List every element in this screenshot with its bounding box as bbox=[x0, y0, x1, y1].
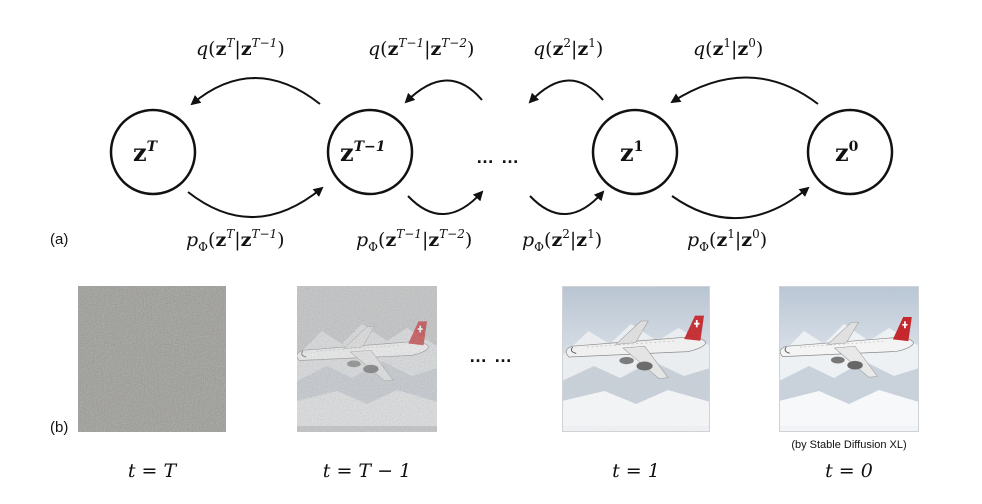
forward-label-2: q(zT−1|zT−2) bbox=[368, 36, 474, 60]
node-sup: 1 bbox=[634, 139, 644, 155]
forward-label-3: q(z2|z1) bbox=[533, 36, 603, 60]
arrow-reverse-1 bbox=[187, 186, 324, 218]
reverse-label-2: pΦ(zT−1|zT−2) bbox=[356, 227, 472, 254]
panel-b-label: (b) bbox=[50, 419, 68, 436]
node-base: z bbox=[133, 138, 147, 167]
svg-text:zT−1: zT−1 bbox=[340, 138, 386, 167]
image-clean-airplane bbox=[779, 286, 919, 432]
ellipsis-a: … … bbox=[476, 147, 520, 167]
svg-text:q(z2|z1): q(z2|z1) bbox=[533, 36, 603, 60]
node-sup: T bbox=[147, 139, 159, 155]
reverse-label-4: pΦ(z1|z0) bbox=[687, 227, 767, 254]
arrow-forward-2 bbox=[404, 79, 483, 104]
node-base: z bbox=[835, 138, 849, 167]
forward-label-1: q(zT|zT−1) bbox=[196, 36, 285, 60]
arrow-forward-4 bbox=[670, 76, 819, 105]
timestep-label-2: t = 1 bbox=[612, 460, 660, 482]
node-zT-1: zT−1 bbox=[326, 108, 414, 196]
node-base: z bbox=[620, 138, 634, 167]
svg-text:pΦ(zT−1|zT−2): pΦ(zT−1|zT−2) bbox=[356, 227, 472, 254]
timestep-label-3: t = 0 bbox=[825, 460, 873, 482]
arrow-forward-1 bbox=[190, 77, 321, 106]
arrow-reverse-4 bbox=[671, 186, 810, 220]
image-slightly-noisy-airplane bbox=[562, 286, 710, 432]
image-pure-noise bbox=[78, 286, 226, 432]
svg-text:z0: z0 bbox=[835, 138, 859, 167]
ellipsis-b: … … bbox=[469, 346, 513, 366]
image-noisy-airplane bbox=[297, 286, 437, 432]
svg-text:pΦ(z2|z1): pΦ(z2|z1) bbox=[522, 227, 602, 254]
node-base: z bbox=[340, 138, 354, 167]
timestep-label-0: t = T bbox=[128, 460, 178, 482]
svg-text:zT: zT bbox=[133, 138, 159, 167]
arrow-forward-3 bbox=[528, 79, 604, 104]
svg-text:pΦ(zT|zT−1): pΦ(zT|zT−1) bbox=[186, 227, 285, 254]
svg-text:z1: z1 bbox=[620, 138, 643, 167]
model-credit-note: (by Stable Diffusion XL) bbox=[791, 439, 906, 451]
node-z1: z1 bbox=[591, 108, 679, 196]
node-zT: zT bbox=[109, 108, 197, 196]
node-sup: T−1 bbox=[354, 139, 386, 155]
reverse-label-3: pΦ(z2|z1) bbox=[522, 227, 602, 254]
node-sup: 0 bbox=[849, 139, 859, 155]
node-z0: z0 bbox=[806, 108, 894, 196]
panel-a-label: (a) bbox=[50, 231, 68, 248]
svg-text:q(z1|z0): q(z1|z0) bbox=[693, 36, 763, 60]
svg-text:q(zT|zT−1): q(zT|zT−1) bbox=[196, 36, 285, 60]
arrow-reverse-2 bbox=[407, 190, 484, 215]
svg-text:q(zT−1|zT−2): q(zT−1|zT−2) bbox=[368, 36, 474, 60]
reverse-label-1: pΦ(zT|zT−1) bbox=[186, 227, 285, 254]
arrow-reverse-3 bbox=[529, 190, 605, 215]
forward-label-4: q(z1|z0) bbox=[693, 36, 763, 60]
svg-text:pΦ(z1|z0): pΦ(z1|z0) bbox=[687, 227, 767, 254]
timestep-label-1: t = T − 1 bbox=[323, 460, 411, 482]
